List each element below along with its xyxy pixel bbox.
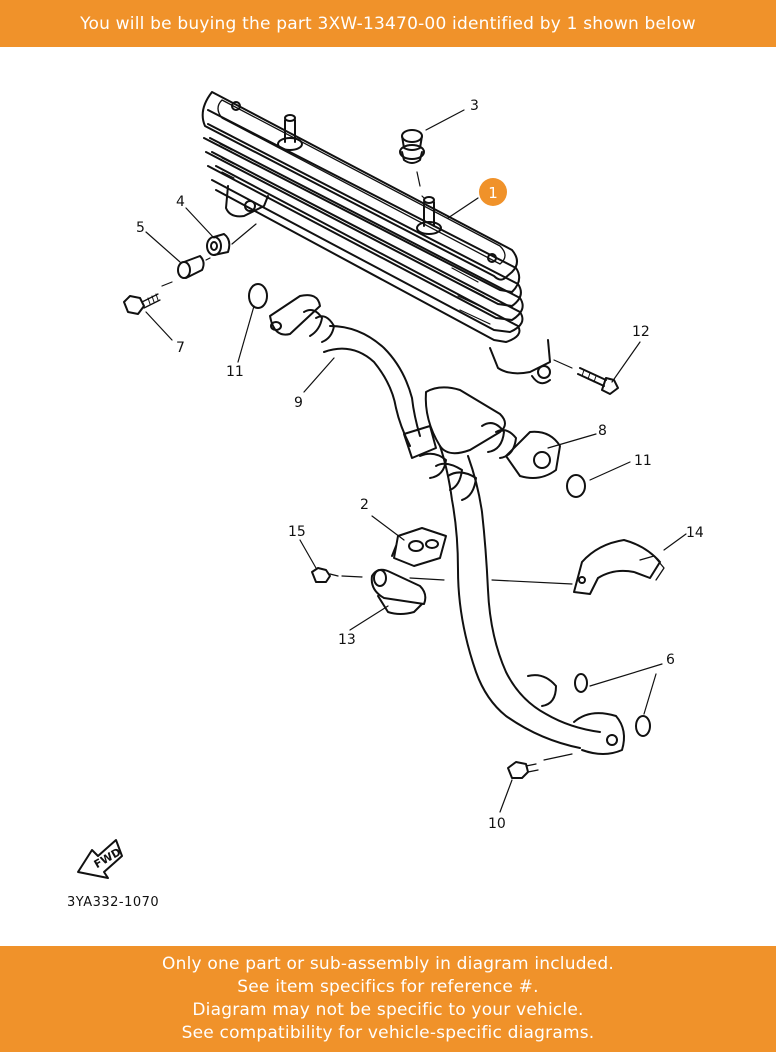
bottom-banner-line-1: Only one part or sub-assembly in diagram… xyxy=(162,954,614,974)
label-6: 6 xyxy=(666,652,675,668)
label-14: 14 xyxy=(686,525,704,541)
label-11-lower: 11 xyxy=(634,453,652,469)
highlight-badge-part-1 xyxy=(479,178,507,206)
clamp-part-2-drawing xyxy=(391,527,447,567)
parts-diagram-svg: 1 3 4 5 7 11 9 12 8 11 2 14 15 13 6 10 F… xyxy=(67,91,704,910)
hose-part-9-drawing xyxy=(269,294,447,479)
leader-lines xyxy=(145,109,687,813)
spacer-part-5-drawing xyxy=(177,255,211,279)
parts-diagram: 1 3 4 5 7 11 9 12 8 11 2 14 15 13 6 10 F… xyxy=(0,47,776,946)
highlight-badge-text: 1 xyxy=(488,184,498,202)
label-9: 9 xyxy=(294,395,303,411)
collar-part-4-drawing xyxy=(206,223,257,256)
label-5: 5 xyxy=(136,220,145,236)
o-ring-part-11-upper-drawing xyxy=(248,283,268,309)
top-banner: You will be buying the part 3XW-13470-00… xyxy=(0,0,776,47)
bottom-banner-line-2: See item specifics for reference #. xyxy=(237,977,539,997)
clamp-part-13-drawing xyxy=(370,568,427,615)
label-8: 8 xyxy=(598,423,607,439)
bolt-part-10-drawing xyxy=(507,753,573,779)
label-4: 4 xyxy=(176,194,185,210)
fwd-label: FWD xyxy=(92,845,123,871)
fwd-arrow-icon xyxy=(77,839,123,879)
bolt-part-7-drawing xyxy=(123,281,173,315)
diagram-code: 3YA332-1070 xyxy=(67,895,159,910)
label-2: 2 xyxy=(360,497,369,513)
holder-part-14-drawing xyxy=(573,539,665,595)
hose-part-8-drawing xyxy=(424,386,625,755)
bolt-part-15-drawing xyxy=(311,567,363,583)
grommet-part-3-drawing xyxy=(399,129,425,199)
label-12: 12 xyxy=(632,324,650,340)
o-ring-part-6-upper-drawing xyxy=(574,673,588,693)
top-banner-text: You will be buying the part 3XW-13470-00… xyxy=(80,13,696,34)
label-15: 15 xyxy=(288,524,306,540)
bottom-banner: Only one part or sub-assembly in diagram… xyxy=(0,946,776,1052)
bolt-part-12-drawing xyxy=(553,359,619,395)
label-3: 3 xyxy=(470,98,479,114)
o-ring-part-11-lower-drawing xyxy=(566,474,586,498)
o-ring-part-6-lower-drawing xyxy=(635,715,651,737)
bottom-banner-line-3: Diagram may not be specific to your vehi… xyxy=(192,1000,584,1020)
label-10: 10 xyxy=(488,816,506,832)
bottom-banner-line-4: See compatibility for vehicle-specific d… xyxy=(181,1023,595,1043)
label-13: 13 xyxy=(338,632,356,648)
label-11-upper: 11 xyxy=(226,364,244,380)
label-7: 7 xyxy=(176,340,185,356)
oil-cooler-drawing xyxy=(201,91,551,385)
